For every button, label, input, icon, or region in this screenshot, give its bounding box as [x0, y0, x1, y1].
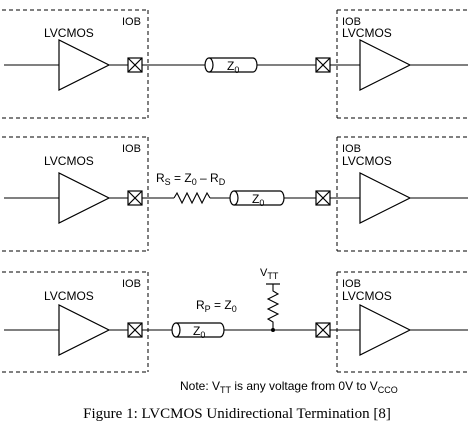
left-iob-box: [2, 9, 149, 119]
left-buffer-label: LVCMOS: [44, 289, 94, 303]
parallel-resistor-symbol: [266, 284, 280, 330]
right-buffer-symbol: [359, 304, 412, 356]
right-iob-label: IOB: [342, 16, 361, 28]
right-pad: [315, 190, 331, 206]
left-iob-label: IOB: [122, 16, 141, 28]
right-buffer-symbol: [359, 39, 412, 91]
right-buffer-symbol: [359, 172, 412, 224]
row-parallel-termination: IOB LVCMOS Z0 VTT RP = Z0 IOB LVC: [2, 267, 470, 373]
figure-caption: Figure 1: LVCMOS Unidirectional Terminat…: [83, 406, 391, 422]
left-pad: [127, 190, 143, 206]
right-buffer-label: LVCMOS: [342, 26, 392, 40]
parallel-resistor-label: RP = Z0: [196, 298, 237, 314]
right-iob-box: [336, 9, 470, 119]
right-iob-label: IOB: [342, 143, 361, 155]
left-iob-box: [2, 271, 149, 373]
series-resistor-symbol: [173, 191, 211, 205]
line-impedance-label: Z0: [252, 192, 264, 208]
left-buffer-symbol: [58, 172, 111, 224]
line-impedance-label: Z0: [227, 59, 239, 75]
note-text: Note: VTT is any voltage from 0V to VCCO: [180, 379, 398, 395]
right-buffer-label: LVCMOS: [342, 289, 392, 303]
left-pad: [127, 57, 143, 73]
left-buffer-label: LVCMOS: [44, 154, 94, 168]
row-basic: IOB LVCMOS Z0 IOB LVCMOS: [2, 9, 470, 119]
left-buffer-symbol: [58, 39, 111, 91]
left-iob-label: IOB: [122, 278, 141, 290]
left-iob-box: [2, 136, 149, 252]
series-resistor-label: RS = Z0 – RD: [156, 171, 226, 187]
right-iob-box: [336, 136, 470, 252]
right-buffer-label: LVCMOS: [342, 154, 392, 168]
left-buffer-label: LVCMOS: [44, 26, 94, 40]
transmission-line: [171, 322, 225, 338]
supply-label: VTT: [260, 267, 279, 281]
line-impedance-label: Z0: [193, 324, 205, 340]
transmission-line: [229, 190, 285, 206]
right-pad: [315, 322, 331, 338]
right-iob-label: IOB: [342, 278, 361, 290]
right-iob-box: [336, 271, 470, 373]
row-series-termination: IOB LVCMOS RS = Z0 – RD Z0 IOB LVCMOS: [2, 136, 470, 252]
left-iob-label: IOB: [122, 143, 141, 155]
left-pad: [127, 322, 143, 338]
right-pad: [315, 57, 331, 73]
left-buffer-symbol: [58, 304, 111, 356]
